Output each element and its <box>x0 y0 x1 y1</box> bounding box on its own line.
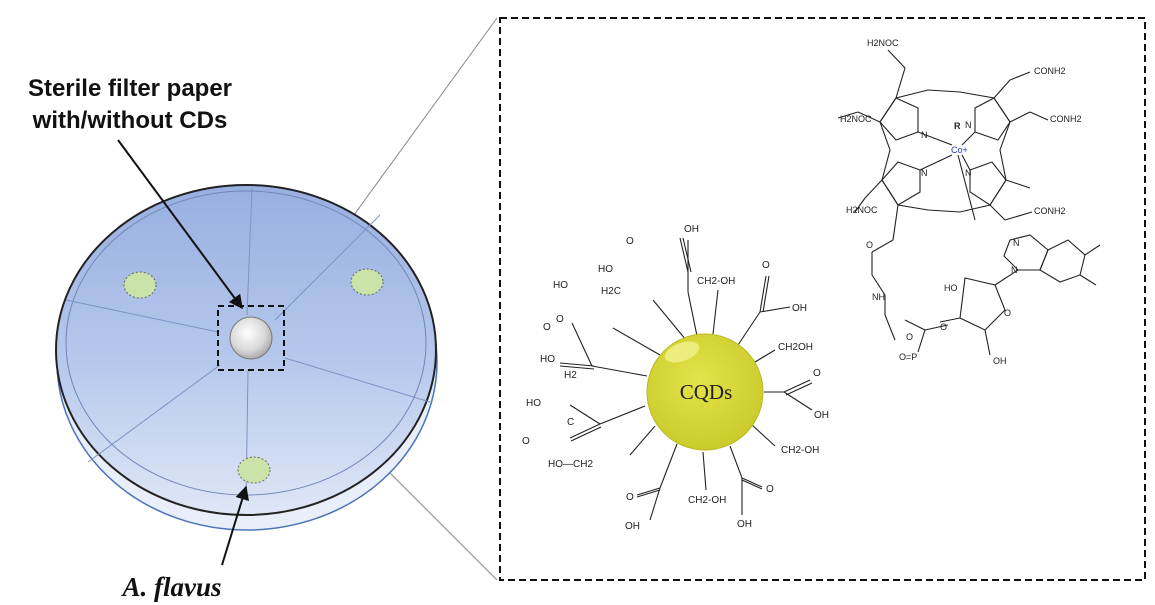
svg-text:HO: HO <box>526 398 541 409</box>
svg-text:Co+: Co+ <box>951 145 968 155</box>
cqd-core <box>646 333 764 451</box>
svg-text:O: O <box>762 260 770 271</box>
svg-text:N: N <box>1013 238 1020 248</box>
cqd-label: CQDs <box>680 380 733 404</box>
svg-text:R: R <box>954 121 961 131</box>
svg-text:HO: HO <box>540 354 555 365</box>
svg-text:H2C: H2C <box>601 286 621 297</box>
svg-text:O: O <box>626 236 634 247</box>
svg-text:HO: HO <box>598 264 613 275</box>
svg-text:OH: OH <box>792 303 807 314</box>
svg-text:N: N <box>921 130 928 140</box>
svg-text:CH2-OH: CH2-OH <box>688 495 726 506</box>
svg-text:O=P: O=P <box>899 352 917 362</box>
svg-text:H2NOC: H2NOC <box>846 205 878 215</box>
svg-text:CH2-OH: CH2-OH <box>697 276 735 287</box>
filter-paper-label-line1: Sterile filter paper <box>28 75 232 102</box>
svg-text:O: O <box>1004 308 1011 318</box>
filter-paper-label: Sterile filter paper with/without CDs <box>28 75 232 134</box>
filter-paper-disc <box>229 316 273 360</box>
svg-text:O: O <box>522 436 530 447</box>
organism-label: A. flavus <box>120 572 221 602</box>
svg-text:OH: OH <box>684 224 699 235</box>
svg-text:O: O <box>940 322 947 332</box>
fungal-colony-bottom <box>237 456 271 484</box>
svg-text:CH2OH: CH2OH <box>778 342 813 353</box>
svg-text:HO: HO <box>553 280 568 291</box>
svg-text:O: O <box>866 240 873 250</box>
fungal-colony-right <box>350 268 384 296</box>
svg-text:CONH2: CONH2 <box>1034 66 1066 76</box>
svg-text:OH: OH <box>993 356 1007 366</box>
svg-text:N: N <box>921 168 928 178</box>
filter-paper-label-line2: with/without CDs <box>32 107 228 134</box>
svg-text:OH: OH <box>737 519 752 530</box>
cobalamin-structure: H2NOC CONH2 H2NOC CONH2 H2NOC CONH2 N N … <box>837 38 1101 366</box>
svg-text:HO—CH2: HO—CH2 <box>548 459 593 470</box>
svg-text:C: C <box>567 417 574 428</box>
svg-text:N: N <box>965 168 972 178</box>
svg-text:O: O <box>556 314 564 325</box>
cobalamin-group-labels: H2NOC CONH2 H2NOC CONH2 H2NOC CONH2 N N … <box>840 38 1082 366</box>
svg-text:OH: OH <box>814 410 829 421</box>
cqd-group-labels: OH O CH2-OH HO H2C O OH CH2OH O OH CH2-O… <box>522 224 829 532</box>
filter-paper-zoom-box <box>217 305 285 371</box>
svg-text:O: O <box>813 368 821 379</box>
fungal-colony-left <box>123 271 157 299</box>
svg-text:CONH2: CONH2 <box>1034 206 1066 216</box>
organism-arrow <box>221 485 249 566</box>
cqd-structure: CQDs OH O CH2-OH HO H2C O OH CH2OH O OH … <box>522 224 829 532</box>
cqd-highlight <box>664 341 700 363</box>
svg-text:HO: HO <box>944 283 958 293</box>
svg-text:N: N <box>965 120 972 130</box>
svg-text:H2: H2 <box>564 370 577 381</box>
svg-text:OH: OH <box>625 521 640 532</box>
svg-text:O: O <box>906 332 913 342</box>
zoom-panel-border <box>499 17 1146 581</box>
svg-text:O: O <box>766 484 774 495</box>
filter-paper-arrow <box>117 139 243 310</box>
cobalamin-bonds <box>837 49 1101 356</box>
svg-text:CH2-OH: CH2-OH <box>781 445 819 456</box>
svg-text:O: O <box>626 492 634 503</box>
svg-text:H2NOC: H2NOC <box>867 38 899 48</box>
cqd-bonds <box>559 237 813 521</box>
petri-dish <box>55 184 438 531</box>
svg-text:CONH2: CONH2 <box>1050 114 1082 124</box>
svg-text:H2NOC: H2NOC <box>840 114 872 124</box>
svg-text:N: N <box>1011 265 1018 275</box>
svg-text:O: O <box>543 322 551 333</box>
svg-text:NH: NH <box>872 292 885 302</box>
